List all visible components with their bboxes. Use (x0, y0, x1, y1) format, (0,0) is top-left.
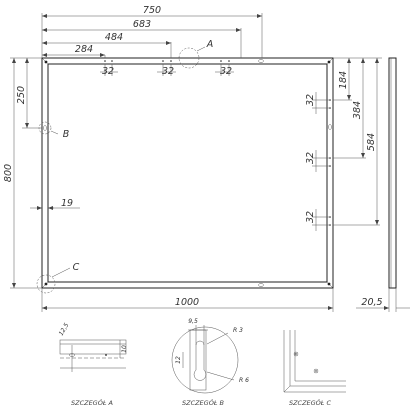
detail-a: 12,5 10 SZCZEGÓŁ A (58, 322, 128, 407)
dim-32-top-2: 32 (162, 66, 174, 77)
detail-b: 9,5 R 3 12 R 6 SZCZEGÓŁ B (171, 318, 249, 407)
detail-b-caption: SZCZEGÓŁ B (182, 398, 225, 407)
detail-a-dim-10: 10 (121, 345, 128, 353)
callout-c-label: C (73, 262, 80, 273)
dim-683: 683 (133, 19, 151, 30)
dim-800: 800 (3, 164, 14, 182)
dim-32-right-1: 32 (305, 94, 316, 106)
right-dimensions: 184 384 584 32 32 32 (305, 57, 382, 231)
dim-19: 19 (61, 198, 73, 209)
dim-184: 184 (338, 71, 349, 89)
dim-484: 484 (105, 32, 123, 43)
dim-584: 584 (366, 133, 377, 151)
detail-b-dim-12: 12 (175, 356, 182, 364)
dim-1000: 1000 (175, 297, 199, 308)
detail-b-r3: R 3 (233, 327, 243, 334)
callout-b: B (38, 121, 70, 140)
dim-750: 750 (143, 5, 161, 16)
frame-front-view (41, 57, 334, 289)
dim-32-top-3: 32 (220, 66, 232, 77)
left-dimensions: 800 250 19 (3, 57, 80, 289)
dim-250: 250 (16, 86, 27, 104)
detail-b-r6: R 6 (239, 377, 249, 384)
frame-side-view (388, 57, 397, 289)
callout-c: C (36, 262, 80, 294)
detail-c: SZCZEGÓŁ C (283, 330, 346, 407)
top-dimensions: 750 683 484 284 32 32 32 (41, 5, 263, 77)
callout-a: A (178, 39, 214, 69)
dim-284: 284 (75, 44, 93, 55)
dim-32-right-2: 32 (305, 152, 316, 164)
detail-c-caption: SZCZEGÓŁ C (289, 398, 332, 407)
dim-20-5: 20,5 (361, 297, 382, 308)
dim-32-right-3: 32 (305, 211, 316, 223)
callout-b-label: B (63, 129, 70, 140)
dim-384: 384 (352, 101, 363, 119)
detail-a-caption: SZCZEGÓŁ A (71, 398, 113, 407)
bottom-dimensions: 1000 20,5 (41, 288, 410, 312)
callout-a-label: A (206, 39, 214, 50)
detail-b-dim-9-5: 9,5 (188, 318, 198, 325)
dim-32-top-1: 32 (102, 66, 114, 77)
detail-a-dim-12-5: 12,5 (58, 322, 71, 337)
